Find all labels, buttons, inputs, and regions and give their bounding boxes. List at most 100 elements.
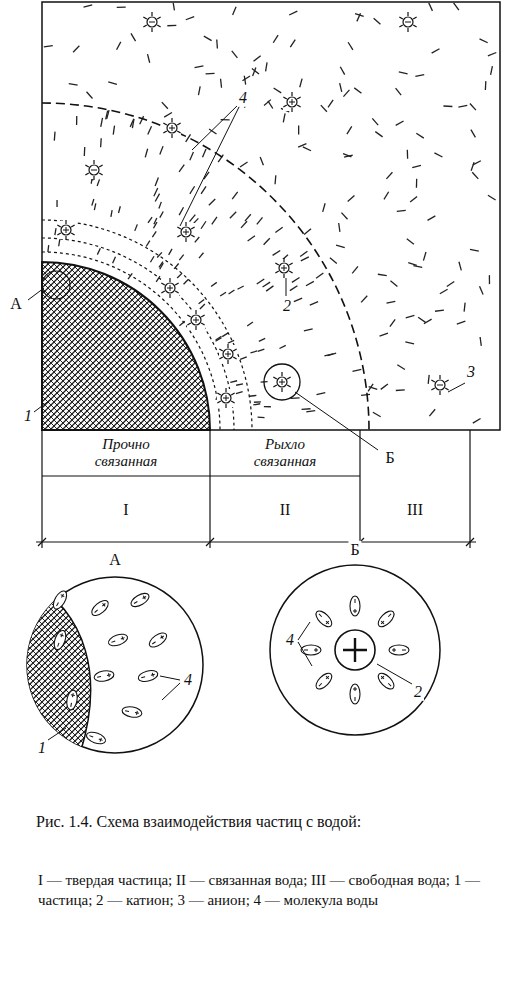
water-molecule bbox=[423, 252, 426, 261]
water-molecule bbox=[304, 329, 313, 331]
water-molecule bbox=[283, 113, 285, 122]
water-dipole-body bbox=[129, 591, 151, 610]
water-molecule bbox=[300, 79, 302, 88]
callout-label: 2 bbox=[412, 683, 424, 701]
water-molecule bbox=[92, 199, 94, 206]
dipole-plus bbox=[143, 597, 146, 599]
dipole-plus bbox=[353, 689, 357, 690]
water-molecule bbox=[434, 153, 442, 157]
dipole-minus bbox=[57, 603, 59, 606]
water-molecule bbox=[340, 83, 342, 92]
ion-tick bbox=[297, 97, 300, 99]
water-molecule bbox=[485, 81, 487, 90]
water-molecule bbox=[341, 213, 347, 220]
anion bbox=[403, 17, 413, 27]
ion-tick bbox=[191, 235, 194, 237]
cation bbox=[181, 227, 191, 237]
dipole-minus bbox=[58, 643, 59, 647]
water-molecule bbox=[162, 102, 168, 109]
water-molecule bbox=[428, 375, 430, 384]
ion-tick bbox=[99, 165, 102, 167]
ion-tick bbox=[151, 12, 152, 16]
water-molecule bbox=[212, 217, 217, 224]
water-molecule bbox=[375, 132, 382, 137]
ions bbox=[57, 12, 449, 408]
water-dipole bbox=[85, 730, 107, 746]
water-molecule bbox=[232, 192, 237, 199]
callout-label: А bbox=[8, 295, 24, 313]
detail-a-mark bbox=[42, 271, 70, 299]
ion-tick bbox=[431, 380, 434, 382]
water-molecule bbox=[347, 126, 352, 134]
water-molecule bbox=[412, 165, 421, 167]
ion-tick bbox=[227, 360, 228, 364]
water-molecule bbox=[248, 236, 255, 241]
ion-tick bbox=[233, 349, 236, 351]
cation bbox=[287, 97, 297, 107]
water-molecule bbox=[148, 54, 150, 63]
ion-tick bbox=[85, 165, 88, 167]
water-molecule bbox=[390, 281, 397, 287]
water-molecule bbox=[447, 282, 454, 287]
water-molecule bbox=[429, 409, 435, 416]
dipole-plus bbox=[60, 635, 64, 636]
water-molecule bbox=[336, 245, 345, 247]
water-molecule bbox=[275, 227, 282, 232]
dipole-plus bbox=[71, 694, 75, 696]
ion-tick bbox=[231, 393, 234, 395]
ion-tick bbox=[71, 233, 74, 235]
water-molecule bbox=[471, 130, 476, 138]
ion-tick bbox=[399, 17, 402, 19]
water-molecule bbox=[148, 126, 152, 134]
water-molecule bbox=[44, 46, 53, 47]
water-molecule bbox=[201, 221, 206, 229]
water-dipole-body bbox=[52, 629, 68, 651]
dipole-plus bbox=[108, 673, 110, 677]
water-molecule bbox=[154, 188, 158, 196]
water-molecule bbox=[266, 62, 267, 71]
water-molecule bbox=[310, 302, 318, 306]
water-molecule bbox=[339, 223, 340, 232]
dipole-minus bbox=[304, 650, 308, 651]
water-molecule bbox=[416, 133, 423, 138]
water-molecule bbox=[410, 196, 417, 202]
water-molecule bbox=[306, 411, 315, 412]
water-molecule bbox=[250, 351, 257, 353]
water-molecule bbox=[348, 42, 353, 50]
water-dipole-body bbox=[121, 705, 142, 718]
water-molecule bbox=[386, 172, 392, 179]
water-dipole-body bbox=[350, 684, 360, 704]
water-molecule bbox=[101, 118, 103, 127]
ion-tick bbox=[233, 357, 236, 359]
water-molecule bbox=[258, 349, 265, 351]
ion-tick bbox=[287, 377, 290, 379]
water-molecule bbox=[454, 3, 459, 10]
water-molecule bbox=[457, 321, 466, 324]
solid-particle bbox=[42, 262, 210, 430]
water-molecule bbox=[464, 303, 465, 312]
water-molecule bbox=[195, 237, 200, 242]
water-molecule bbox=[220, 292, 226, 296]
water-molecule bbox=[94, 203, 95, 210]
water-molecule bbox=[488, 53, 496, 56]
water-molecule bbox=[199, 299, 205, 303]
ion-tick bbox=[281, 388, 282, 392]
water-molecule bbox=[480, 337, 481, 346]
ion-tick bbox=[217, 393, 220, 395]
water-molecule bbox=[300, 251, 307, 256]
table-cell: II bbox=[278, 501, 293, 519]
water-molecule bbox=[470, 249, 479, 251]
dipole-plus bbox=[381, 621, 384, 624]
water-molecule bbox=[298, 126, 299, 135]
table-cell: I bbox=[121, 501, 130, 519]
water-molecule bbox=[274, 88, 282, 93]
dipole-minus bbox=[402, 650, 406, 651]
water-molecule bbox=[470, 103, 476, 110]
water-molecule bbox=[258, 416, 265, 418]
dipole-plus bbox=[326, 621, 329, 624]
water-molecule bbox=[263, 282, 271, 287]
water-molecule bbox=[240, 357, 247, 359]
water-dipole-body bbox=[65, 689, 78, 710]
water-molecule bbox=[369, 387, 378, 390]
dipole-plus bbox=[62, 594, 64, 597]
